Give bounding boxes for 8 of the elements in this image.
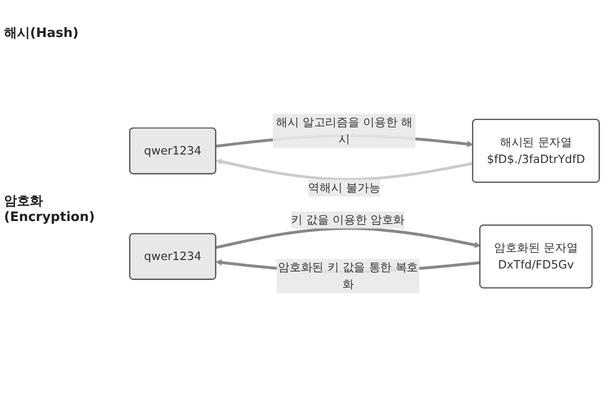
- edge-label: 키 값을 이용한 암호화: [290, 212, 405, 227]
- edge-label: 해시 알고리즘을 이용한 해시: [276, 115, 412, 146]
- edge-label: 암호화된 키 값을 통한 복호화: [278, 260, 418, 292]
- section-heading: 암호화(Encryption): [4, 193, 96, 225]
- arrow: [216, 227, 481, 249]
- edge-label: 역해시 불가능: [308, 180, 380, 194]
- arrow: [216, 158, 474, 181]
- section-heading: 해시(Hash): [4, 25, 80, 42]
